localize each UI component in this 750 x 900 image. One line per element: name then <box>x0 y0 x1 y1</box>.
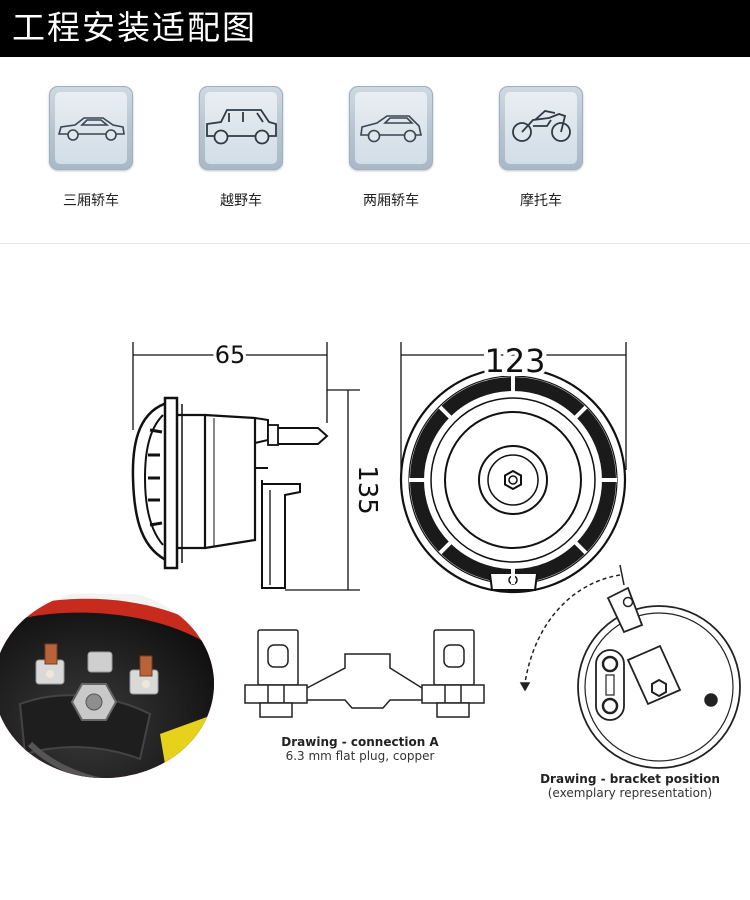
connection-caption: Drawing - connection A 6.3 mm flat plug,… <box>255 735 465 763</box>
bracket-caption: Drawing - bracket position (exemplary re… <box>525 772 735 800</box>
vehicle-label-suv: 越野车 <box>220 193 262 209</box>
vehicle-item-hatchback: 两厢轿车 <box>331 86 451 210</box>
hatchback-tile <box>349 86 433 170</box>
vehicle-label-sedan: 三厢轿车 <box>63 193 119 209</box>
front-view-ribs <box>409 376 617 584</box>
horn-side-view <box>131 342 329 589</box>
sedan-icon <box>57 117 125 141</box>
page-header: 工程安装适配图 <box>0 0 750 57</box>
connection-caption-subtitle: 6.3 mm flat plug, copper <box>285 749 435 763</box>
vehicle-item-motorcycle: 摩托车 <box>481 86 601 210</box>
bracket-caption-title: Drawing - bracket position <box>540 772 720 786</box>
motorcycle-tile <box>499 86 583 170</box>
suv-tile <box>199 86 283 170</box>
connection-caption-title: Drawing - connection A <box>281 735 439 749</box>
vehicle-label-motorcycle: 摩托车 <box>520 193 562 209</box>
motorcycle-icon <box>512 110 571 142</box>
page-title: 工程安装适配图 <box>12 8 257 47</box>
sedan-tile <box>49 86 133 170</box>
vehicle-item-sedan: 三厢轿车 <box>31 86 151 210</box>
vehicle-label-hatchback: 两厢轿车 <box>363 193 419 209</box>
bracket-position-drawing <box>519 564 741 769</box>
suv-icon <box>206 109 277 145</box>
vehicle-item-suv: 越野车 <box>181 86 301 210</box>
dimension-width-label: 65 <box>215 341 246 369</box>
dimension-diameter-label: 123 <box>484 342 545 380</box>
height-dimension-lines <box>285 389 360 591</box>
dimension-height-label: 135 <box>352 465 382 515</box>
bracket-caption-subtitle: (exemplary representation) <box>547 786 713 800</box>
hatchback-icon <box>360 115 422 143</box>
section-divider <box>0 243 750 244</box>
horn-connector-photo <box>0 594 214 778</box>
connection-a-drawing <box>244 629 485 718</box>
